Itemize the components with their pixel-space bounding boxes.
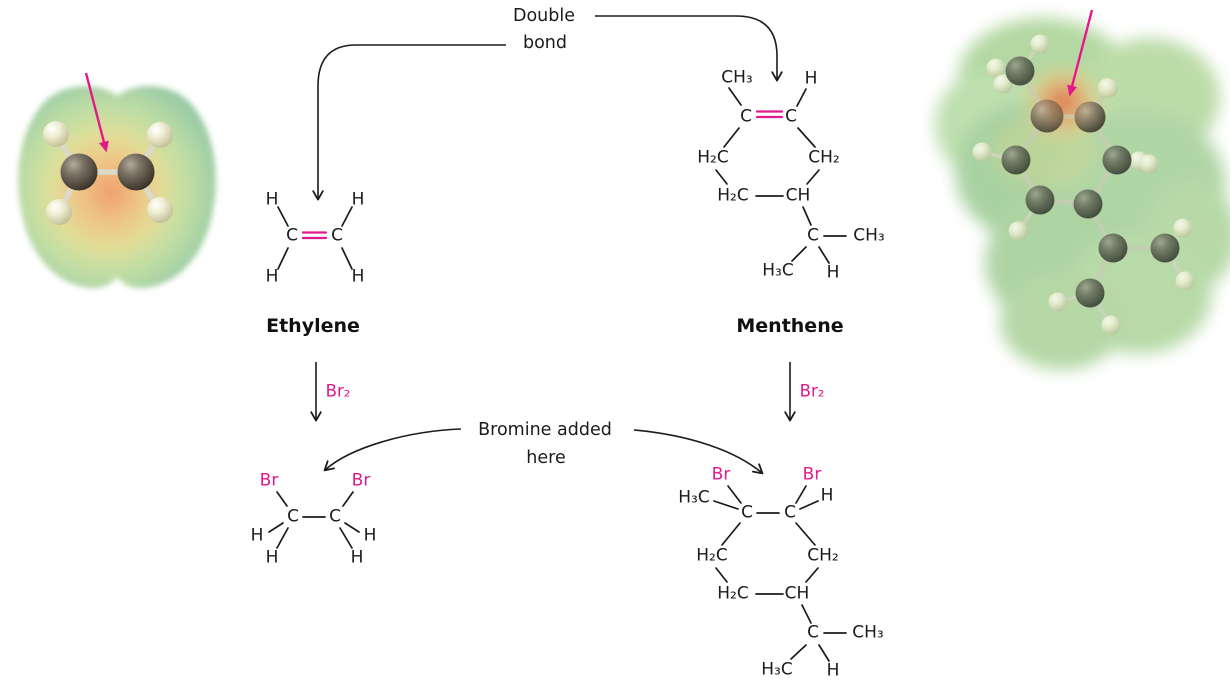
menthene-atom-c2: C: [785, 106, 797, 127]
ethylene-atom-h-bottom-left: H: [265, 266, 279, 287]
bromine-added-label-line2: here: [526, 448, 566, 468]
ethylene-atom-c-left: C: [286, 225, 298, 246]
ethylene-atom-h-top-left: H: [265, 189, 279, 210]
dibromoethane-atom-h-bottom-left: H: [265, 547, 279, 568]
dibromomenthane-atom-c-right: C: [784, 502, 796, 523]
dibromomenthane-atom-h-bottom: H: [826, 660, 840, 681]
menthene-atom-ch3-top: CH₃: [721, 67, 753, 88]
dibromomenthane-atom-h-top: H: [820, 485, 834, 506]
epm-pointer-arrow-icon: [84, 72, 109, 153]
dibromomenthane-atom-h3c-bottom: H₃C: [761, 659, 793, 680]
double-bond-arrow-to-menthene: [595, 15, 783, 82]
dibromomenthane-atom-br-right: Br: [802, 464, 822, 485]
menthene-atom-c-isopropyl: C: [807, 225, 819, 246]
menthene-atom-h-bottom: H: [826, 262, 840, 283]
bromine-added-label-line1: Bromine added: [478, 420, 612, 440]
dibromomenthane-atom-h2c-upper-left: H₂C: [696, 545, 728, 566]
dibromomenthane-atom-c-isopropyl: C: [807, 622, 819, 643]
br2-reagent-label-left: Br₂: [325, 381, 351, 401]
dibromomenthane-atom-br-left: Br: [711, 464, 731, 485]
ethylene-atom-h-bottom-right: H: [351, 266, 365, 287]
menthene-title: Menthene: [736, 315, 844, 337]
ethylene-atom-c-right: C: [331, 225, 343, 246]
menthene-atom-h2c-lower-left: H₂C: [717, 185, 749, 206]
menthene-atom-c1: C: [740, 106, 752, 127]
double-bond-label-line2: bond: [522, 33, 568, 53]
dibromoethane-atom-c-right: C: [329, 506, 341, 527]
dibromomenthane-atom-h3c-top: H₃C: [678, 487, 710, 508]
bromine-added-arrow-left: [323, 428, 462, 472]
menthene-atom-h3c-bottom: H₃C: [762, 260, 794, 281]
ethylene-ball-stick-model: [43, 121, 173, 225]
dibromomenthane-atom-c-left: C: [741, 502, 753, 523]
dibromoethane-atom-h-left: H: [250, 525, 264, 546]
menthene-epm-image: [935, 9, 1230, 370]
menthene-atom-h-vinyl: H: [804, 68, 818, 89]
ethylene-epm-image: [18, 72, 216, 289]
dibromomenthane-atom-ch2-upper-right: CH₂: [807, 545, 839, 566]
menthene-atom-h2c-upper-left: H₂C: [697, 147, 729, 168]
dibromoethane-atom-br-left: Br: [259, 470, 279, 491]
br2-reagent-label-right: Br₂: [799, 381, 825, 401]
double-bond-lines: [301, 110, 784, 240]
ethylene-title: Ethylene: [266, 315, 360, 337]
bond-lines: [268, 87, 847, 662]
menthene-atom-ch3-right: CH₃: [853, 225, 885, 246]
menthene-atom-ch2-upper-right: CH₂: [808, 147, 840, 168]
dibromomenthane-atom-ch3-right: CH₃: [852, 622, 884, 643]
menthene-atom-ch-lower-right: CH: [785, 185, 811, 206]
dibromoethane-atom-c-left: C: [287, 506, 299, 527]
ethylene-atom-h-top-right: H: [351, 189, 365, 210]
dibromomenthane-atom-ch-lower-right: CH: [784, 583, 810, 604]
dibromoethane-atom-h-right: H: [363, 525, 377, 546]
double-bond-label-line1: Double: [512, 6, 576, 26]
annotation-arrows: [310, 15, 796, 475]
epm-pointer-arrow-icon: [1067, 9, 1094, 97]
dibromomenthane-atom-h2c-lower-left: H₂C: [717, 583, 749, 604]
double-bond-arrow-to-ethylene: [312, 44, 506, 201]
bromine-added-arrow-right: [633, 429, 764, 475]
dibromoethane-atom-h-bottom-right: H: [350, 547, 364, 568]
dibromoethane-atom-br-right: Br: [351, 470, 371, 491]
